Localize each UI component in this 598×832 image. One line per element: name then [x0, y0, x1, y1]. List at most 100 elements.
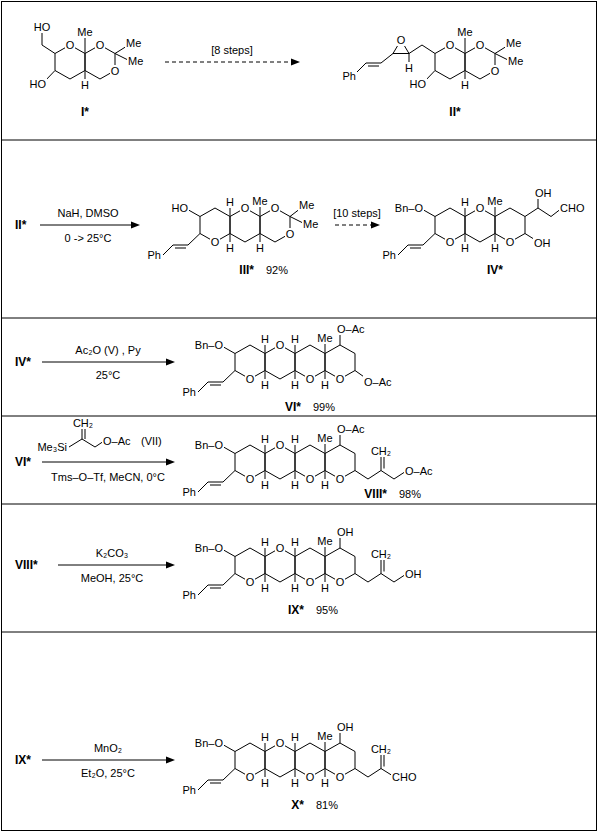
reagent-label: MnO₂ [93, 742, 123, 754]
atom-label: O [305, 771, 316, 783]
atom-label: Me [251, 195, 268, 207]
atom-label: H [260, 536, 270, 548]
bond-line [223, 574, 235, 586]
atom-label: H [260, 433, 270, 445]
bond-line [260, 217, 261, 234]
bond-line [465, 71, 480, 80]
reagent-label: Tms–O–Tf, MeCN, 0°C [50, 471, 166, 483]
bond-line [235, 752, 236, 769]
bond-line [409, 45, 422, 54]
atom-label: H [260, 379, 270, 391]
bond-line [295, 557, 296, 574]
atom-label: Ph [342, 70, 357, 82]
bond-line [393, 53, 409, 54]
yield-label: 95% [315, 604, 339, 616]
atom-label: H [290, 433, 300, 445]
bond-line [368, 471, 381, 480]
bond-line [368, 574, 381, 583]
atom-label: O [275, 737, 286, 749]
yield-label: 92% [265, 264, 289, 276]
atom-label: O [210, 236, 221, 248]
bond-line [410, 248, 421, 249]
atom-label: Me [125, 37, 142, 49]
bond-line [525, 217, 526, 234]
arrow-head [166, 459, 175, 466]
bond-line [381, 457, 382, 471]
bond-line [325, 557, 326, 574]
bond-line [265, 354, 266, 371]
atom-label: HO [33, 21, 52, 33]
atom-label: H [460, 196, 470, 208]
atom-label: O [305, 576, 316, 588]
bond-line [525, 208, 538, 217]
atom-label: O [95, 39, 106, 51]
atom-label: H [260, 333, 270, 345]
bond-line [265, 557, 266, 574]
bond-line [325, 443, 326, 454]
atom-label: Me [486, 195, 503, 207]
bond-line [465, 54, 466, 71]
bond-line [265, 547, 266, 557]
bond-line [42, 45, 55, 54]
atom-label: O [275, 542, 286, 554]
bond-line [85, 54, 86, 71]
bond-line [310, 743, 325, 752]
atom-label: O [245, 576, 256, 588]
atom-label: H [290, 379, 300, 391]
bond-line [230, 234, 245, 243]
compound-label: III* [238, 264, 255, 277]
atom-label: O–Ac [336, 323, 366, 335]
bond-line [381, 574, 394, 583]
atom-label: H [260, 777, 270, 789]
bond-line [198, 482, 208, 492]
bond-line [223, 769, 235, 781]
bond-line [355, 574, 368, 583]
atom-label: Me [505, 37, 522, 49]
row-separator [2, 140, 597, 141]
atom-label: Me [507, 55, 524, 67]
bond-line [423, 234, 435, 246]
atom-label: CH₂ [72, 417, 94, 429]
bond-line [355, 752, 356, 769]
bond-line [198, 382, 208, 392]
atom-label: O [270, 202, 281, 214]
reagent-label: [10 steps] [332, 207, 382, 219]
bond-line [325, 345, 340, 354]
bond-line [235, 557, 236, 574]
bond-line [384, 755, 385, 767]
bond-line [435, 71, 450, 80]
atom-label: O [475, 39, 486, 51]
atom-label: Ph [147, 249, 162, 261]
bond-line [235, 354, 236, 371]
yield-label: 98% [398, 488, 422, 500]
atom-label: Me [316, 432, 333, 444]
bond-line [265, 454, 266, 471]
atom-label: O–Ac [102, 435, 132, 447]
bond-line [223, 471, 235, 483]
bond-line [280, 371, 295, 380]
bond-line [495, 217, 496, 234]
atom-label: O [490, 65, 501, 77]
bond-line [368, 769, 381, 778]
bond-line [235, 743, 250, 752]
compound-label: IX* [287, 604, 305, 617]
bond-line [260, 206, 261, 217]
bond-line [381, 755, 382, 769]
bond-line [69, 439, 82, 447]
bond-line [235, 548, 250, 557]
atom-label: Ph [182, 386, 197, 398]
bond-line [310, 345, 325, 354]
bond-line [163, 245, 173, 255]
bond-line [265, 371, 280, 380]
bond-line [325, 743, 340, 752]
arrow-head [166, 562, 175, 569]
atom-label: H [255, 242, 265, 254]
atom-label: H [260, 582, 270, 594]
bond-line [381, 560, 382, 574]
compound-label: I* [80, 106, 90, 119]
bond-line [325, 454, 326, 471]
bond-line [210, 588, 221, 589]
atom-label: H [290, 582, 300, 594]
atom-label: H [290, 536, 300, 548]
